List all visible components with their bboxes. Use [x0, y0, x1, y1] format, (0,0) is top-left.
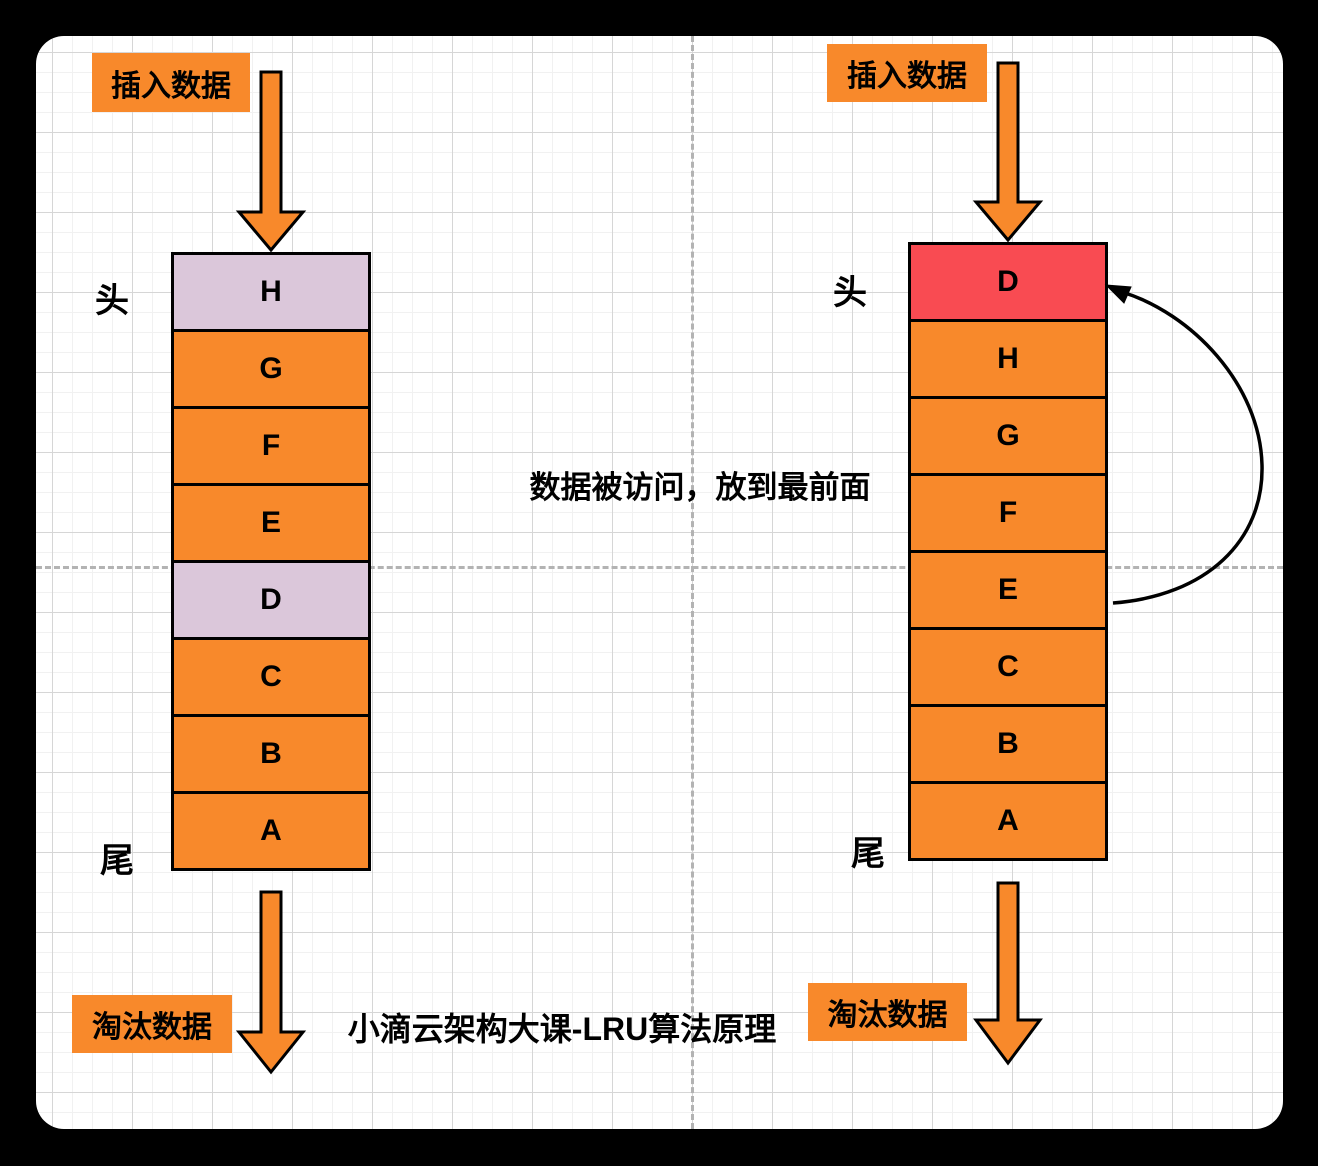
list-cell: E [908, 550, 1108, 630]
list-cell: D [908, 242, 1108, 322]
move-to-front-arrowhead-icon [1104, 284, 1132, 304]
list-cell: C [171, 637, 371, 717]
evict-data-label-left: 淘汰数据 [72, 995, 232, 1053]
vertical-dashed-guide [691, 36, 694, 1129]
head-marker-right: 头 [833, 274, 867, 312]
lru-list-after: D H G F E C B A [908, 242, 1108, 861]
list-cell: A [171, 791, 371, 871]
list-cell: B [171, 714, 371, 794]
list-cell: H [171, 252, 371, 332]
move-to-front-curve-arrow [1112, 290, 1264, 605]
head-marker-left: 头 [95, 282, 129, 320]
lru-list-before: H G F E D C B A [171, 252, 371, 871]
list-cell: E [171, 483, 371, 563]
accessed-note: 数据被访问，放到最前面 [529, 470, 871, 505]
list-cell: G [171, 329, 371, 409]
list-cell: D [171, 560, 371, 640]
list-cell: B [908, 704, 1108, 784]
evict-arrow-right [973, 881, 1043, 1066]
evict-data-label-right: 淘汰数据 [808, 983, 967, 1041]
list-cell: C [908, 627, 1108, 707]
evict-arrow-left [235, 890, 307, 1075]
tail-marker-right: 尾 [851, 835, 885, 873]
list-cell: H [908, 319, 1108, 399]
list-cell: F [171, 406, 371, 486]
list-cell: A [908, 781, 1108, 861]
diagram-title: 小滴云架构大课-LRU算法原理 [347, 1011, 777, 1047]
horizontal-dashed-guide [36, 566, 1283, 569]
list-cell: F [908, 473, 1108, 553]
insert-data-label-right: 插入数据 [827, 44, 987, 102]
whiteboard-canvas: H G F E D C B A D H G F E C B A 插入数据 插入数… [36, 36, 1283, 1129]
tail-marker-left: 尾 [100, 842, 134, 880]
insert-data-label-left: 插入数据 [92, 53, 250, 112]
